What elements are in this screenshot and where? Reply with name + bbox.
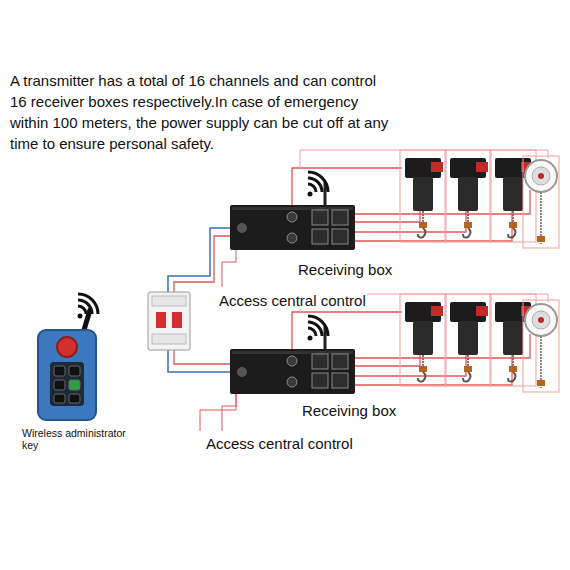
annotation-label: Access central control — [205, 435, 354, 452]
annotation-label: Access central control — [218, 292, 367, 309]
node-label: Receiving box — [302, 402, 396, 419]
remote-node: Wireless administrator key — [18, 300, 138, 455]
node-label: Wireless administrator key — [22, 427, 134, 451]
receiving-box-node: Receiving box — [226, 344, 401, 424]
receiving-box-node: Receiving box — [226, 200, 401, 282]
circuit-breaker — [148, 292, 190, 350]
title-text: A transmitter has a total of 16 channels… — [10, 70, 395, 154]
node-label: Receiving box — [298, 261, 392, 278]
remote-transmitter — [38, 330, 96, 420]
